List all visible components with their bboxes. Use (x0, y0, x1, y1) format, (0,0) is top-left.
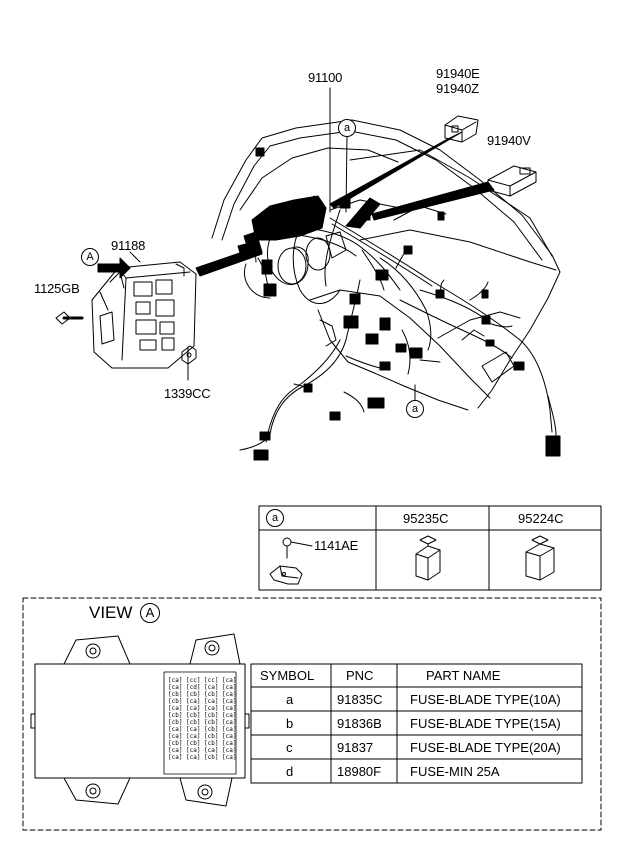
nut-1339CC (181, 345, 197, 365)
fuse-code: [ca] (222, 740, 237, 747)
fuse-code: [ca] (168, 733, 183, 740)
fuse-code: [ca] (222, 733, 237, 740)
fuse-code: [ca] (186, 733, 201, 740)
fuse-code: [ca] (186, 698, 201, 705)
fuse-code: [cb] (168, 740, 183, 747)
bolt-1125GB (55, 311, 84, 325)
fuse-code: [cb] (204, 740, 219, 747)
fuse-code: [cb] (168, 719, 183, 726)
detail-a-callout-bottom: a (406, 400, 424, 418)
row-part-name: FUSE-BLADE TYPE(10A) (410, 692, 561, 707)
fuse-code: [cb] (204, 691, 219, 698)
label-1125GB: 1125GB (34, 281, 80, 296)
row-part-name: FUSE-BLADE TYPE(15A) (410, 716, 561, 731)
fuse-code: [ca] (186, 705, 201, 712)
relay-95224C (525, 535, 555, 581)
fuse-code: [ca] (222, 698, 237, 705)
relay-91940E (444, 115, 479, 143)
label-91940V: 91940V (487, 133, 531, 148)
relay-table-ref-circle: a (266, 509, 284, 527)
fuse-code: [cb] (186, 719, 201, 726)
row-part-name: FUSE-MIN 25A (410, 764, 500, 779)
label-91940E: 91940E (436, 66, 480, 81)
label-1339CC: 1339CC (164, 386, 211, 401)
fuse-code: [ca] (204, 698, 219, 705)
fuse-code: [cb] (204, 733, 219, 740)
fuse-code: [ca] (186, 726, 201, 733)
view-circle: A (140, 603, 160, 623)
fuse-code: [ca] (204, 684, 219, 691)
fuse-codes-col3: [cc][ca][cb][ca][ca][cb][cb][cb][cb][cb]… (204, 677, 218, 761)
row-pnc: 91837 (337, 740, 374, 755)
fuse-code: [ca] (204, 705, 219, 712)
fuse-code: [ca] (186, 754, 201, 761)
junction-box-view (30, 633, 250, 807)
row-symbol: c (286, 740, 293, 755)
fuse-code: [cc] (204, 677, 219, 684)
relay-table-col2: 95224C (518, 511, 564, 526)
fuse-code: [ca] (222, 754, 237, 761)
fuse-code: [cb] (168, 691, 183, 698)
fuse-codes-col4: [ca][ca][ca][ca][ca][ca][ca][ca][ca][ca]… (222, 677, 236, 761)
fuse-code: [ca] (222, 691, 237, 698)
fuse-code: [cb] (204, 719, 219, 726)
fuse-code: [cb] (186, 691, 201, 698)
junction-box-91188 (91, 261, 197, 369)
fuse-codes-col2: [cc][cd][cb][ca][ca][cb][cb][ca][ca][cb]… (186, 677, 200, 761)
label-91100: 91100 (308, 70, 343, 85)
clip-1141AE (269, 537, 313, 585)
fuse-code: [ca] (222, 747, 237, 754)
fuse-code: [cb] (168, 698, 183, 705)
relay-table-col1: 95235C (403, 511, 449, 526)
row-symbol: d (286, 764, 294, 779)
fuse-code: [ca] (168, 684, 183, 691)
fuse-code: [ca] (168, 677, 183, 684)
fuse-code: [ca] (222, 705, 237, 712)
fuse-code: [cc] (186, 677, 201, 684)
fuse-code: [ca] (222, 719, 237, 726)
relay-table (258, 505, 602, 591)
fuse-code: [ca] (222, 684, 237, 691)
fuse-code: [ca] (168, 726, 183, 733)
row-pnc: 91836B (337, 716, 382, 731)
row-pnc: 91835C (337, 692, 383, 707)
row-symbol: b (286, 716, 294, 731)
row-pnc: 18980F (337, 764, 382, 779)
fuse-code: [ca] (168, 705, 183, 712)
fuse-code: [cd] (186, 684, 201, 691)
fuse-code: [cb] (186, 740, 201, 747)
label-91940Z: 91940Z (436, 81, 479, 96)
label-1141AE: 1141AE (314, 538, 359, 553)
fuse-code: [cb] (204, 754, 219, 761)
fuse-code: [ca] (168, 754, 183, 761)
fuse-code: [ca] (222, 677, 237, 684)
fuse-codes-col1: [ca][ca][cb][cb][ca][cb][cb][ca][ca][cb]… (168, 677, 182, 761)
fuse-code: [ca] (168, 747, 183, 754)
view-arrow-circle: A (81, 248, 99, 266)
fuse-code: [ca] (222, 712, 237, 719)
relay-95235C (415, 535, 441, 581)
row-part-name: FUSE-BLADE TYPE(20A) (410, 740, 561, 755)
view-label: VIEW (89, 603, 133, 622)
view-a-panel (22, 597, 602, 831)
relay-91940V (487, 165, 537, 197)
fuse-code: [ca] (186, 747, 201, 754)
fuse-code: [cb] (204, 712, 219, 719)
header-symbol: SYMBOL (260, 668, 315, 683)
fuse-table-grid (250, 663, 583, 784)
header-part-name: PART NAME (426, 668, 501, 683)
detail-a-callout-top: a (338, 119, 356, 137)
fuse-code: [ca] (222, 726, 237, 733)
label-91188: 91188 (111, 238, 146, 253)
fuse-code: [ca] (204, 747, 219, 754)
leader-wedges (195, 131, 495, 277)
fuse-code: [cb] (168, 712, 183, 719)
row-symbol: a (286, 692, 294, 707)
header-pnc: PNC (346, 668, 374, 683)
fuse-code: [cb] (204, 726, 219, 733)
fuse-code: [cb] (186, 712, 201, 719)
